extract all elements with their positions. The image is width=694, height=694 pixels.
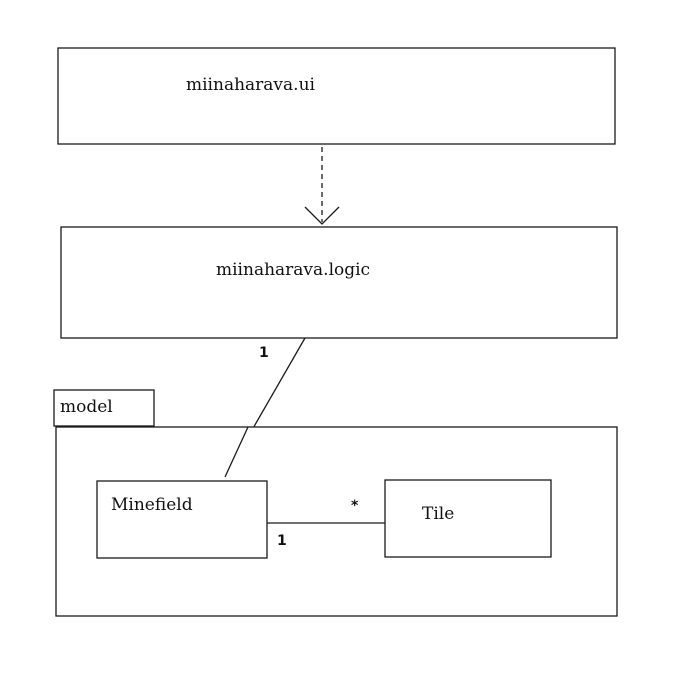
class-tile-box [384,479,552,558]
package-ui-box [57,47,616,145]
dependency-arrowhead [304,206,340,225]
multiplicity-tile-end: * [351,498,359,514]
association-line-inner [224,426,249,478]
class-minefield: Minefield [96,480,268,559]
class-minefield-box [96,480,268,559]
association-minefield-tile: 1 * [267,498,385,549]
package-ui-label: miinaharava.ui [186,75,316,95]
package-logic: miinaharava.logic [60,226,618,339]
package-logic-label: miinaharava.logic [216,260,370,280]
class-minefield-label: Minefield [111,495,193,515]
package-ui: miinaharava.ui [57,47,616,145]
multiplicity-minefield-end: 1 [277,533,287,549]
multiplicity-logic-end: 1 [259,345,269,361]
package-model-label: model [60,397,113,417]
class-tile: Tile [384,479,552,558]
package-logic-box [60,226,618,339]
package-model-tab [53,389,155,427]
class-tile-label: Tile [422,504,454,524]
dependency-ui-to-logic [304,147,340,225]
